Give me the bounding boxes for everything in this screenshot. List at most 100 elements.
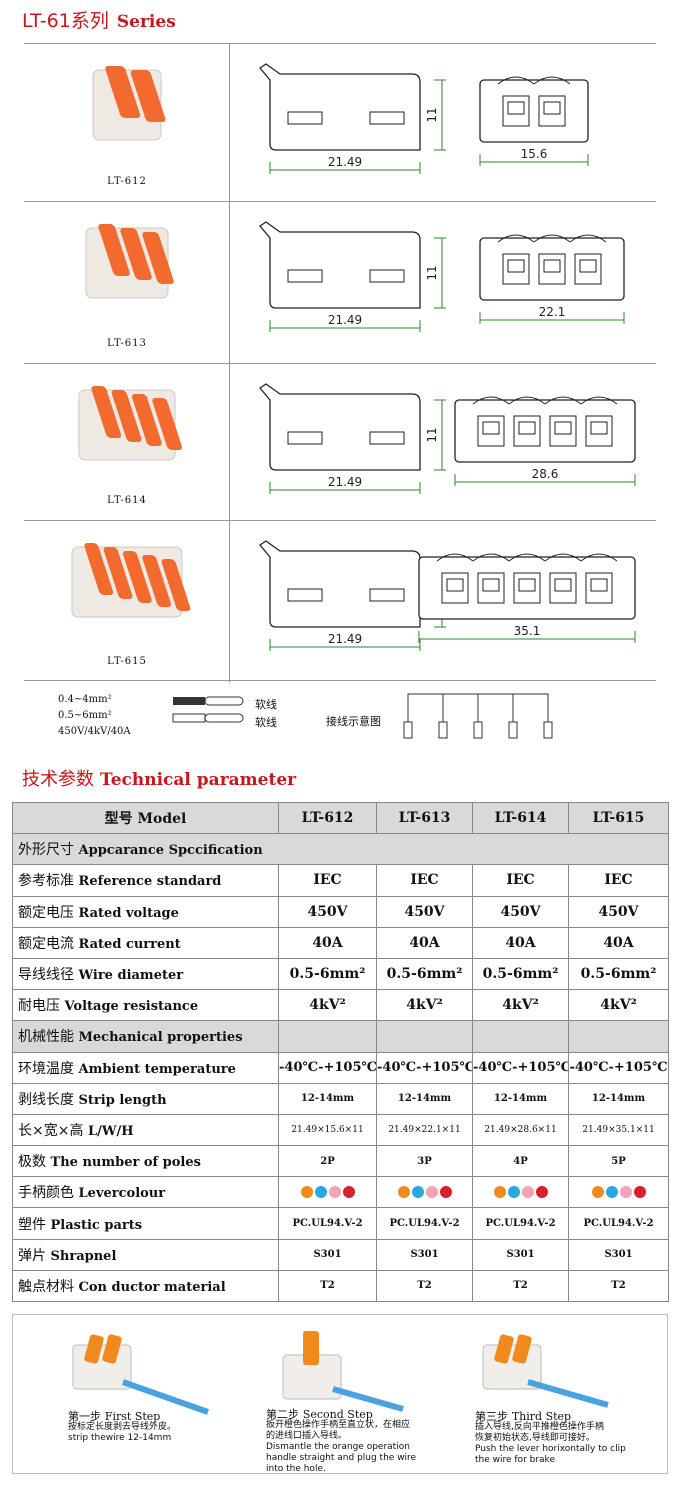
width-dimension: 35.1 xyxy=(514,624,541,638)
table-cell: PC.UL94.V-2 xyxy=(278,1207,377,1240)
step-1: 第一步 First Step 按标定长度剥去导线外皮。strip thewire… xyxy=(68,1410,177,1443)
series-row: LT-615 21.491135.1 xyxy=(24,521,656,682)
model-column-header: LT-615 xyxy=(568,801,669,835)
table-cell: 0.5-6mm² xyxy=(278,957,377,991)
product-label: LT-615 xyxy=(107,656,147,667)
table-cell: 4P xyxy=(472,1145,569,1178)
table-cell: 4kV² xyxy=(568,989,669,1022)
table-cell: 450V xyxy=(278,895,377,928)
table-cell: PC.UL94.V-2 xyxy=(472,1207,569,1240)
table-cell: IEC xyxy=(278,864,377,897)
table-cell: 12-14mm xyxy=(568,1082,669,1115)
table-cell: 0.5-6mm² xyxy=(568,957,669,991)
table-cell: 12-14mm xyxy=(472,1082,569,1115)
table-cell: 40A xyxy=(472,926,569,959)
table-cell: 0.5-6mm² xyxy=(472,957,569,991)
colour-swatch xyxy=(328,1186,341,1199)
lever-colour-cell xyxy=(376,1176,473,1209)
colour-swatch xyxy=(633,1186,646,1199)
dimension-drawing: 21.491135.1 xyxy=(259,540,636,651)
width-dimension: 22.1 xyxy=(539,305,566,319)
row-label: 机械性能 Mechanical properties xyxy=(12,1020,279,1053)
step-3: 第三步 Third Step 插入导线,反向平推橙色操作手柄恢复初始状态,导线即… xyxy=(475,1410,626,1465)
table-cell: T2 xyxy=(472,1269,569,1303)
lever-colour-cell xyxy=(278,1176,377,1209)
colour-swatch xyxy=(425,1186,438,1199)
table-cell: PC.UL94.V-2 xyxy=(568,1207,669,1240)
table-cell: 450V xyxy=(472,895,569,928)
row-label: 剥线长度 Strip length xyxy=(12,1082,279,1115)
product-label: LT-612 xyxy=(107,176,147,187)
length-dimension: 21.49 xyxy=(328,155,362,169)
table-cell: S301 xyxy=(376,1238,473,1271)
product-photo xyxy=(24,364,230,520)
table-cell: 4kV² xyxy=(472,989,569,1022)
colour-swatch xyxy=(439,1186,452,1199)
table-cell: 12-14mm xyxy=(376,1082,473,1115)
row-label: 环境温度 Ambient temperature xyxy=(12,1051,279,1084)
colour-swatch xyxy=(314,1186,327,1199)
product-label: LT-613 xyxy=(107,338,147,349)
colour-swatch xyxy=(300,1186,313,1199)
wire-icons xyxy=(172,696,244,723)
length-dimension: 21.49 xyxy=(328,475,362,489)
row-label: 长×宽×高 L/W/H xyxy=(12,1113,279,1147)
colour-swatch xyxy=(411,1186,424,1199)
table-cell: -40℃-+105℃ xyxy=(278,1051,377,1084)
table-cell: 3P xyxy=(376,1145,473,1178)
table-cell: T2 xyxy=(278,1269,377,1303)
step1-illustration xyxy=(72,1334,209,1415)
product-photo xyxy=(24,44,230,201)
table-cell: 0.5-6mm² xyxy=(376,957,473,991)
table-cell xyxy=(472,1020,569,1053)
table-cell: IEC xyxy=(472,864,569,897)
width-dimension: 15.6 xyxy=(521,147,548,161)
table-cell: 21.49×28.6×11 xyxy=(472,1113,569,1147)
step-2: 第二步 Second Step 扳开橙色操作手柄至直立状，在相应的进线口插入导线… xyxy=(266,1408,417,1474)
table-cell: -40℃-+105℃ xyxy=(376,1051,473,1084)
length-dimension: 21.49 xyxy=(328,313,362,327)
table-row: 机械性能 Mechanical properties xyxy=(12,1020,669,1053)
table-cell: S301 xyxy=(568,1238,669,1271)
table-cell xyxy=(278,1020,377,1053)
dimension-drawing: 21.49 11 22.1 xyxy=(259,221,625,332)
colour-swatch xyxy=(493,1186,506,1199)
table-cell: IEC xyxy=(376,864,473,897)
table-cell: PC.UL94.V-2 xyxy=(376,1207,473,1240)
row-label: 额定电流 Rated current xyxy=(12,926,279,959)
row-label: 耐电压 Voltage resistance xyxy=(12,989,279,1022)
table-row: 环境温度 Ambient temperature-40℃-+105℃-40℃-+… xyxy=(12,1051,669,1084)
soft-wire-label-1: 软线 xyxy=(255,698,277,711)
row-label: 导线线径 Wire diameter xyxy=(12,957,279,991)
table-cell xyxy=(376,1020,473,1053)
row-label: 弹片 Shrapnel xyxy=(12,1238,279,1271)
table-cell: 450V xyxy=(376,895,473,928)
table-cell: 450V xyxy=(568,895,669,928)
length-dimension: 21.49 xyxy=(328,632,362,646)
product-label: LT-614 xyxy=(107,495,147,506)
table-cell: 2P xyxy=(278,1145,377,1178)
wiring-diagram xyxy=(403,693,553,739)
table-cell: 5P xyxy=(568,1145,669,1178)
table-cell: 40A xyxy=(376,926,473,959)
model-column-header: LT-613 xyxy=(376,801,473,835)
table-cell: IEC xyxy=(568,864,669,897)
table-cell: S301 xyxy=(278,1238,377,1271)
height-dimension: 11 xyxy=(425,265,439,280)
soft-wire-label-2: 软线 xyxy=(255,716,277,729)
width-dimension: 28.6 xyxy=(532,467,559,481)
colour-swatch xyxy=(619,1186,632,1199)
step3-illustration xyxy=(482,1334,609,1408)
